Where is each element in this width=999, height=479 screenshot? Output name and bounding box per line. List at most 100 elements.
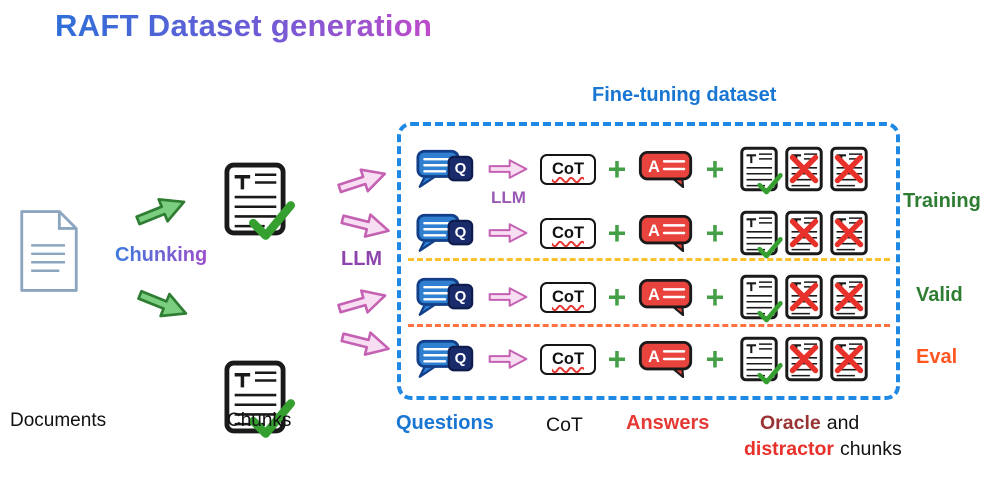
q-letter: Q <box>454 288 467 305</box>
legend-cot: CoT <box>546 414 583 436</box>
distractor-doc-icon <box>785 146 823 192</box>
plus-icon: + <box>607 215 627 251</box>
arrow-glyph <box>488 158 528 180</box>
question-icon: Q <box>416 212 474 254</box>
dataset-row: Q CoT + A + <box>416 210 868 256</box>
plus-icon: + <box>607 151 627 187</box>
q-letter: Q <box>454 224 467 241</box>
cot-box: CoT <box>540 281 596 313</box>
distractor-doc-icon <box>830 210 868 256</box>
fine-tuning-dataset-box <box>397 122 900 400</box>
context-chunks <box>740 210 868 256</box>
check-icon <box>757 173 783 195</box>
oracle-doc-icon <box>740 274 778 320</box>
chunking-arrow-bottom-icon <box>130 280 193 333</box>
answer-icon: A <box>638 340 694 378</box>
arrow-right-icon <box>488 348 528 370</box>
x-icon <box>833 153 865 185</box>
cot-label: CoT <box>551 223 585 242</box>
training-label: Training <box>903 190 981 212</box>
a-letter: A <box>648 157 660 176</box>
x-icon <box>788 217 820 249</box>
arrow-right-icon <box>488 222 528 244</box>
answer-icon: A <box>638 278 694 316</box>
plus-icon: + <box>607 341 627 377</box>
arrow-right-icon <box>488 158 528 180</box>
plus-icon: + <box>705 279 725 315</box>
dataset-row: Q CoT + A + <box>416 336 868 382</box>
arrow-glyph <box>337 323 394 363</box>
arrow-right-icon <box>488 286 528 308</box>
plus-icon: + <box>607 279 627 315</box>
x-icon <box>833 281 865 313</box>
oracle-doc-icon <box>740 146 778 192</box>
question-icon: Q <box>416 148 474 190</box>
eval-label: Eval <box>916 346 958 368</box>
llm-arrow-2-icon <box>336 205 394 250</box>
a-letter: A <box>648 285 660 304</box>
arrow-glyph <box>488 222 528 244</box>
cot-box: CoT <box>540 343 596 375</box>
separator-valid-eval <box>408 324 890 327</box>
distractor-doc-icon <box>830 146 868 192</box>
plus-icon: + <box>705 151 725 187</box>
context-chunks <box>740 146 868 192</box>
oracle-doc-icon <box>740 336 778 382</box>
separator-training-valid <box>408 258 890 261</box>
dataset-row: Q CoT + A + <box>416 274 868 320</box>
distractor-doc-icon <box>830 274 868 320</box>
x-icon <box>788 153 820 185</box>
answer-icon: A <box>638 150 694 188</box>
cot-box: CoT <box>540 217 596 249</box>
documents-label: Documents <box>10 410 107 431</box>
fine-tuning-dataset-label: Fine-tuning dataset <box>592 84 777 106</box>
llm-label: LLM <box>341 248 383 270</box>
legend-distractor: distractor <box>744 438 834 460</box>
distractor-doc-icon <box>785 274 823 320</box>
legend-chunks: chunks <box>839 438 902 460</box>
page-title: RAFT Dataset generation <box>55 8 433 43</box>
llm-arrow-1-icon <box>333 160 393 207</box>
arrow-glyph <box>333 281 391 322</box>
arrow-glyph <box>130 187 191 235</box>
document-icon <box>18 207 80 300</box>
question-icon: Q <box>416 338 474 380</box>
legend-answers: Answers <box>626 412 710 434</box>
distractor-doc-icon <box>785 336 823 382</box>
check-icon <box>249 201 295 241</box>
arrow-glyph <box>488 286 528 308</box>
plus-icon: + <box>705 215 725 251</box>
cot-label: CoT <box>551 159 585 178</box>
plus-icon: + <box>705 341 725 377</box>
chunks-label: Chunks <box>227 410 292 431</box>
dataset-row: Q CoT + A + <box>416 146 868 192</box>
x-icon <box>833 217 865 249</box>
arrow-glyph <box>337 205 394 245</box>
document-page-icon <box>18 207 80 295</box>
chunk-icon-top <box>224 162 286 236</box>
x-icon <box>788 343 820 375</box>
a-letter: A <box>648 221 660 240</box>
answer-icon: A <box>638 214 694 252</box>
q-letter: Q <box>454 160 467 177</box>
x-icon <box>788 281 820 313</box>
valid-label: Valid <box>916 284 963 306</box>
cot-label: CoT <box>551 287 585 306</box>
distractor-doc-icon <box>785 210 823 256</box>
chunking-arrow-top-icon <box>130 187 193 240</box>
arrow-glyph <box>132 280 193 328</box>
context-chunks <box>740 274 868 320</box>
check-icon <box>757 301 783 323</box>
question-icon: Q <box>416 276 474 318</box>
chunking-label: Chunking <box>115 244 208 266</box>
arrow-glyph <box>333 160 391 203</box>
llm-arrow-3-icon <box>333 281 392 327</box>
q-letter: Q <box>454 350 467 367</box>
context-chunks <box>740 336 868 382</box>
arrow-glyph <box>488 348 528 370</box>
x-icon <box>833 343 865 375</box>
legend-and: and <box>826 412 860 434</box>
